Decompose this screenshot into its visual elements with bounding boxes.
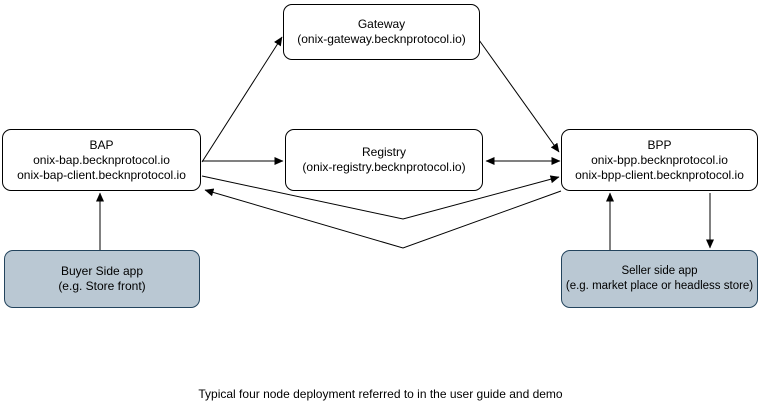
gateway-node: Gateway (onix-gateway.becknprotocol.io) xyxy=(283,4,480,60)
gateway-url: (onix-gateway.becknprotocol.io) xyxy=(297,32,466,46)
arrow-bpp-to-bap xyxy=(204,188,562,249)
arrow-bap-to-gateway xyxy=(201,36,283,163)
buyer-side-app-node: Buyer Side app (e.g. Store front) xyxy=(4,250,200,308)
bap-client-url: onix-bap-client.becknprotocol.io xyxy=(17,167,186,182)
bpp-url: onix-bpp.becknprotocol.io xyxy=(591,152,728,167)
arrow-gateway-to-bpp xyxy=(478,39,560,153)
gateway-title: Gateway xyxy=(357,17,406,31)
seller-app-example: (e.g. market place or headless store) xyxy=(565,280,754,292)
bap-node: BAP onix-bap.becknprotocol.io onix-bap-c… xyxy=(2,129,201,191)
bap-title: BAP xyxy=(89,137,114,152)
seller-side-app-node: Seller side app (e.g. market place or he… xyxy=(561,250,758,308)
registry-title: Registry xyxy=(361,145,406,159)
bpp-node: BPP onix-bpp.becknprotocol.io onix-bpp-c… xyxy=(561,129,758,191)
registry-node: Registry (onix-registry.becknprotocol.io… xyxy=(285,129,483,191)
seller-app-title: Seller side app xyxy=(621,265,698,277)
buyer-app-title: Buyer Side app xyxy=(60,264,144,278)
registry-url: (onix-registry.becknprotocol.io) xyxy=(302,160,466,174)
diagram-caption: Typical four node deployment referred to… xyxy=(198,387,563,401)
bpp-title: BPP xyxy=(647,137,672,152)
bap-url: onix-bap.becknprotocol.io xyxy=(33,152,170,167)
buyer-app-example: (e.g. Store front) xyxy=(58,279,146,293)
bpp-client-url: onix-bpp-client.becknprotocol.io xyxy=(575,167,744,182)
